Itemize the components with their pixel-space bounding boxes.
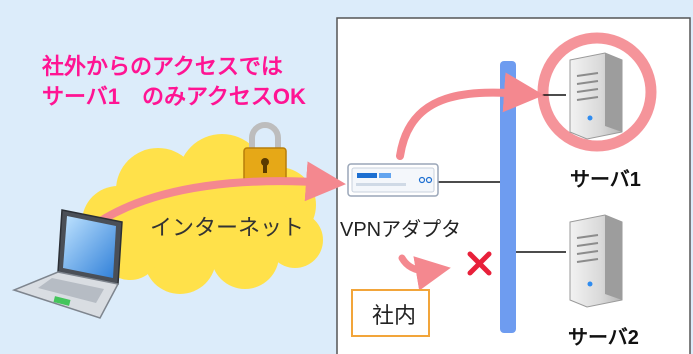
internet-label: インターネット	[150, 215, 305, 240]
server-icon	[569, 214, 623, 308]
server1-label: サーバ1	[570, 169, 641, 191]
cross-mark-icon	[467, 251, 492, 276]
office-label: 社内	[372, 303, 417, 328]
caption: 社外からのアクセスでは サーバ1 のみアクセスOK	[42, 52, 306, 112]
arrow-laptop-to-adapter	[81, 161, 346, 236]
server-icon	[569, 52, 623, 140]
server2-label: サーバ2	[568, 327, 639, 349]
lan-bar	[500, 61, 516, 333]
laptop-icon	[11, 209, 123, 319]
office-box	[351, 289, 430, 337]
caption-line-2: サーバ1 のみアクセスOK	[42, 84, 306, 109]
arrow-adapter-to-server1	[396, 72, 544, 160]
padlock-icon	[243, 122, 287, 183]
vpn-adapter-label: VPNアダプタ	[340, 219, 462, 241]
arrow-blocked	[398, 254, 451, 291]
caption-line-1: 社外からのアクセスでは	[42, 54, 283, 79]
vpn-adapter-icon	[347, 163, 439, 197]
